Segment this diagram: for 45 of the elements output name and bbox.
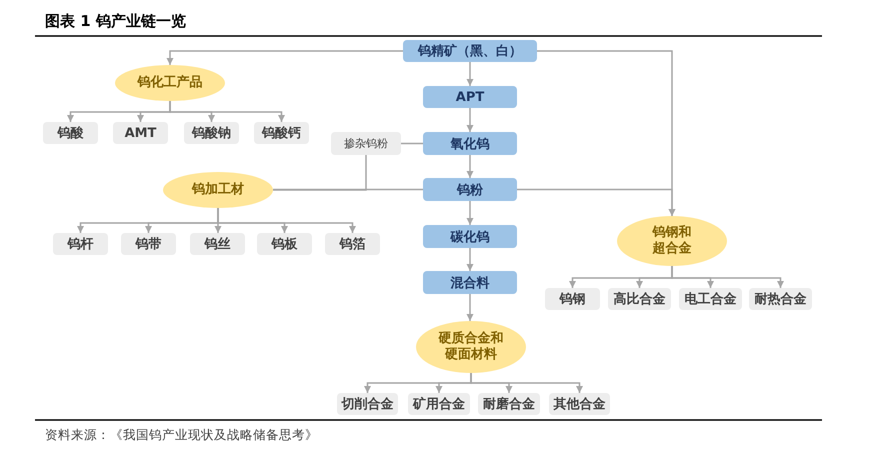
product-box: 钨酸钠 (184, 122, 239, 144)
connector-line (401, 142, 423, 144)
category-oval: 钨加工材 (163, 172, 273, 208)
category-oval: 钨化工产品 (115, 65, 225, 101)
product-box: 钨酸 (43, 122, 98, 144)
product-box: 钨酸钙 (254, 122, 309, 144)
product-box: 钨箔 (325, 233, 380, 255)
process-box: 钨精矿（黑、白） (403, 40, 537, 62)
process-box: 混合料 (423, 271, 517, 294)
arrow (466, 155, 474, 178)
product-box: 高比合金 (608, 288, 671, 310)
arrow (470, 373, 583, 393)
category-oval: 硬质合金和硬面材料 (416, 321, 526, 373)
product-box: 钨带 (121, 233, 176, 255)
product-box: 耐热合金 (749, 288, 812, 310)
arrow (217, 208, 356, 233)
arrow (166, 50, 403, 65)
product-box: 钨丝 (190, 233, 245, 255)
arrow (517, 188, 676, 216)
product-box: 电工合金 (679, 288, 742, 310)
product-box: 切削合金 (337, 393, 398, 415)
product-box: 钨钢 (545, 288, 600, 310)
figure-title: 图表 1 钨产业链一览 (45, 12, 186, 31)
process-box: 氧化钨 (423, 132, 517, 155)
product-box: 钨杆 (53, 233, 108, 255)
process-box: 钨粉 (423, 178, 517, 201)
category-oval: 钨钢和超合金 (617, 216, 727, 266)
process-box: APT (423, 86, 517, 108)
product-box: 其他合金 (549, 393, 610, 415)
product-box: 矿用合金 (408, 393, 470, 415)
arrow (466, 248, 474, 271)
product-box: 耐磨合金 (478, 393, 540, 415)
source-note: 资料来源：《我国钨产业现状及战略储备思考》 (45, 427, 318, 444)
arrow (466, 201, 474, 225)
arrow (671, 266, 784, 288)
product-box: AMT (113, 122, 168, 144)
connector-line (273, 155, 367, 191)
arrow (466, 108, 474, 132)
process-box: 碳化钨 (423, 225, 517, 248)
product-box: 掺杂钨粉 (331, 132, 401, 155)
arrow (169, 101, 285, 122)
connector-line (273, 188, 423, 190)
product-box: 钨板 (257, 233, 312, 255)
arrow (466, 62, 474, 86)
arrow (466, 294, 474, 321)
